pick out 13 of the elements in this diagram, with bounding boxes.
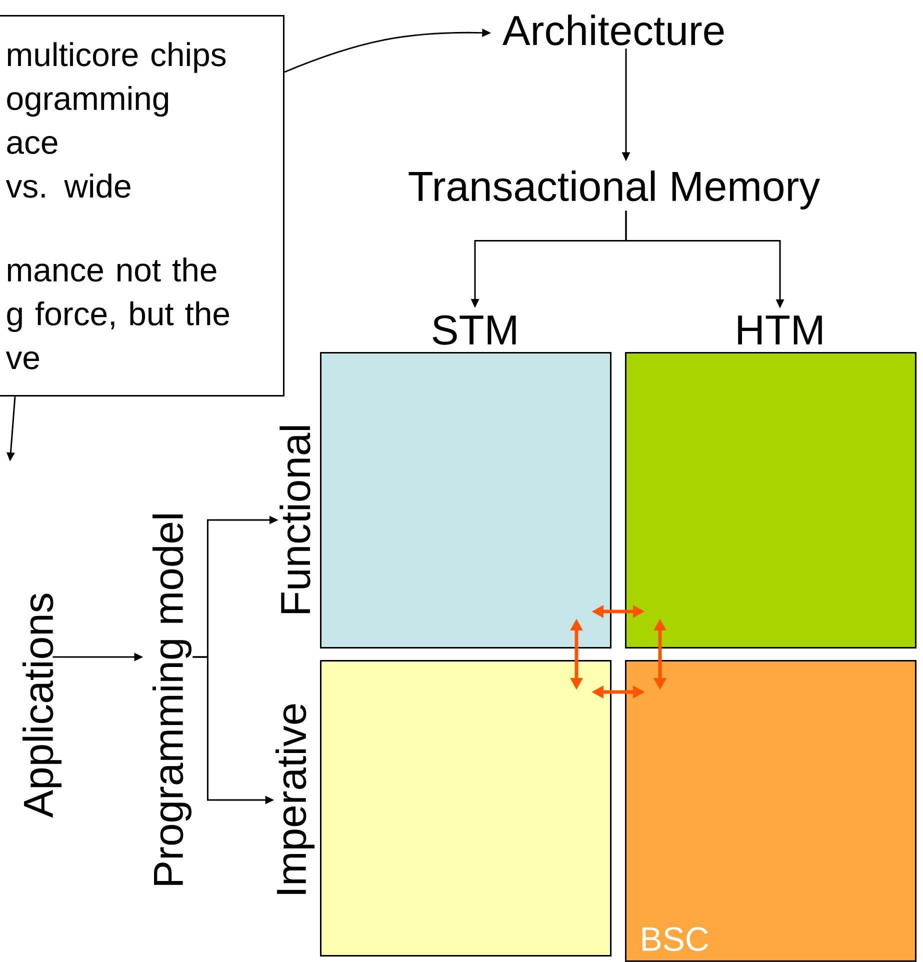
heading: STM	[432, 315, 516, 345]
heading: Applications	[22, 594, 62, 818]
heading: Functional	[280, 426, 310, 614]
heading: Architecture	[502, 14, 724, 46]
quadrant-box	[320, 352, 612, 648]
heading: HTM	[738, 316, 822, 344]
heading: Imperative	[276, 704, 314, 894]
quadrant-box	[320, 660, 612, 956]
quadrant-box	[625, 352, 916, 648]
heading: Transactional Memory	[408, 170, 820, 210]
text-box: multicore chips ogramming ace vs. wide mance not the g force, but the ve	[0, 15, 284, 397]
heading: Programming model	[152, 514, 192, 885]
labeled-box: BSC	[625, 660, 916, 962]
